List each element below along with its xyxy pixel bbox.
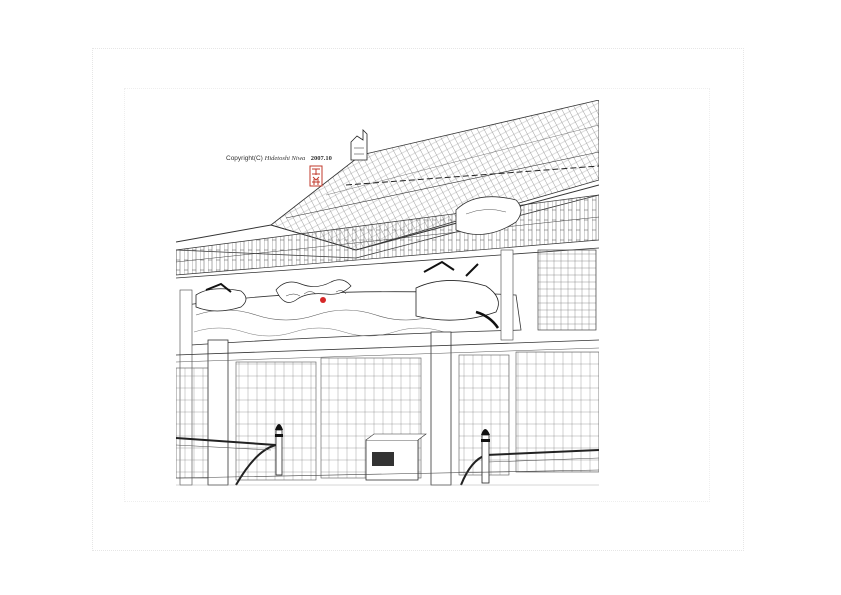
offering-box — [365, 433, 427, 481]
bracket-left — [195, 282, 247, 312]
page-border — [92, 48, 744, 551]
artist-seal-icon — [309, 165, 323, 187]
railing-left — [176, 424, 283, 486]
temple-svg — [176, 100, 599, 486]
artist-signature: Hidetoshi Niwa — [264, 155, 306, 162]
columns — [179, 249, 514, 486]
temple-line-drawing — [176, 100, 599, 486]
dragon-eye-accent — [320, 297, 326, 303]
copyright-date: 2007.10 — [310, 155, 332, 162]
copyright-label: Copyright(C) — [226, 155, 263, 162]
copyright-notice: Copyright(C) Hidetoshi Niwa 2007.10 — [226, 155, 332, 162]
inner-page-border — [124, 88, 710, 502]
railing-right — [460, 429, 599, 486]
upper-lattice-window — [537, 249, 597, 331]
eave-ornament — [455, 196, 522, 235]
bracket-right — [415, 260, 500, 329]
